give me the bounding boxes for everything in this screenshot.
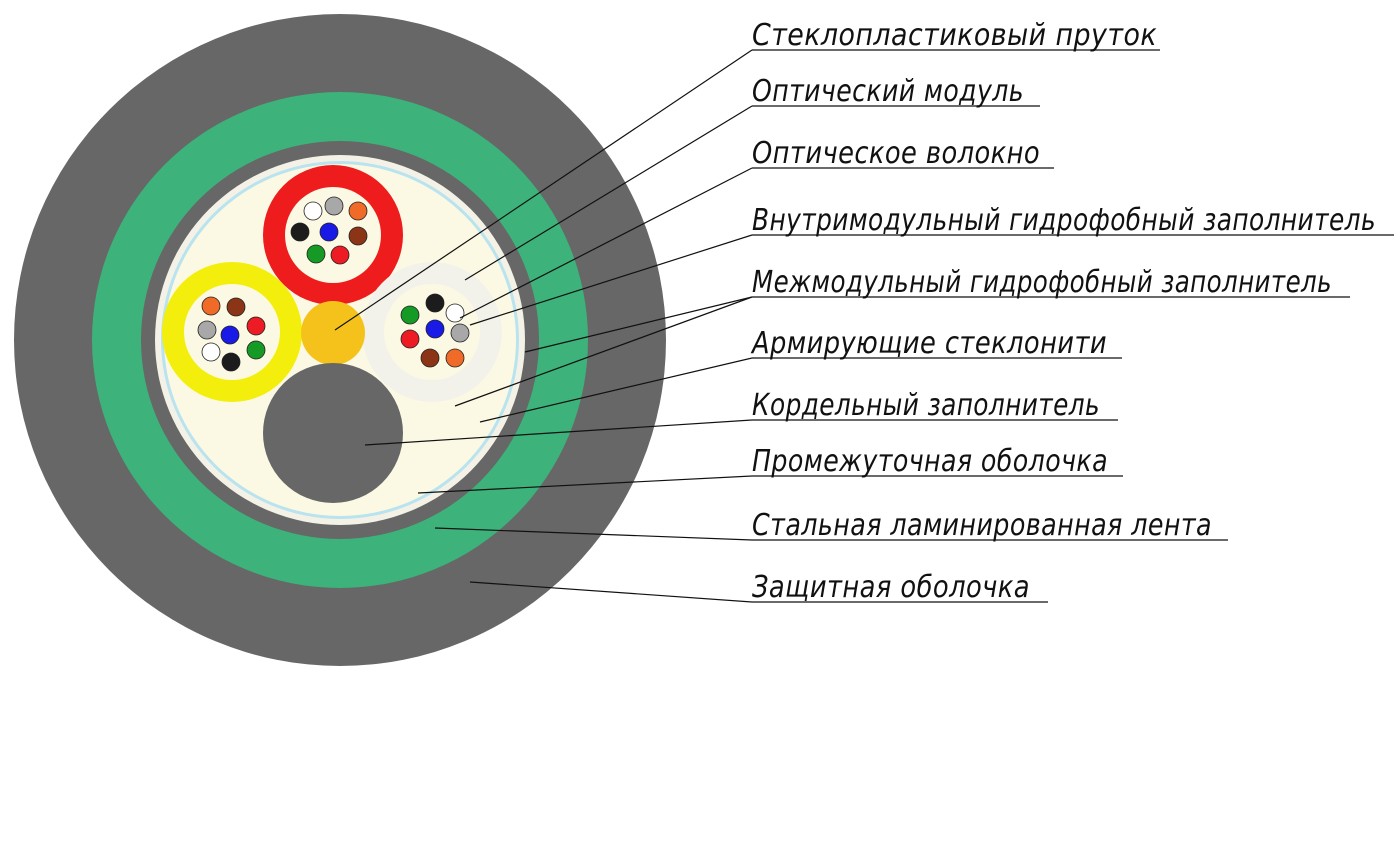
fiber	[348, 226, 368, 246]
leader-line	[417, 475, 753, 494]
cable-cross-section	[14, 14, 666, 666]
leader-line	[464, 105, 753, 281]
leader-line	[334, 49, 753, 331]
leader-line	[479, 357, 753, 423]
label-aramid-yarn: Армирующие стеклонити	[750, 326, 1107, 361]
leader-line	[364, 419, 753, 446]
fiber	[221, 352, 241, 372]
cord-filler	[263, 363, 403, 503]
leader-line	[434, 527, 753, 541]
label-cord-filler: Кордельный заполнитель	[752, 388, 1100, 423]
fiber	[400, 329, 420, 349]
fibers-yellow-module	[197, 296, 266, 372]
fiber	[220, 325, 240, 345]
fiber	[197, 320, 217, 340]
leader-line	[469, 581, 753, 603]
fiber	[201, 342, 221, 362]
fiber	[246, 340, 266, 360]
fiber	[450, 323, 470, 343]
fiber	[303, 201, 323, 221]
fibers-red-module	[290, 196, 368, 265]
fiber	[246, 316, 266, 336]
fiber	[201, 296, 221, 316]
label-fiberglass-rod: Стеклопластиковый пруток	[752, 18, 1157, 53]
label-steel-tape: Стальная ламинированная лента	[752, 508, 1212, 543]
fiber	[400, 305, 420, 325]
label-intramodule-gel: Внутримодульный гидрофобный заполнитель	[752, 203, 1376, 238]
label-intermediate-sheath: Промежуточная оболочка	[752, 444, 1108, 479]
leader-line	[469, 234, 753, 326]
label-optical-module: Оптический модуль	[752, 74, 1024, 109]
fiber	[445, 348, 465, 368]
label-protective-sheath: Защитная оболочка	[752, 570, 1030, 605]
fibers-white-module	[400, 293, 470, 368]
fiber	[330, 245, 350, 265]
leader-line	[454, 296, 753, 407]
leader-line	[459, 167, 753, 319]
fiber	[226, 297, 246, 317]
label-optical-fiber: Оптическое волокно	[752, 136, 1040, 171]
label-underlines	[752, 49, 1394, 603]
fiber	[306, 244, 326, 264]
leader-lines	[334, 49, 753, 603]
leader-line	[524, 296, 753, 353]
fiber	[420, 348, 440, 368]
label-intermodule-gel: Межмодульный гидрофобный заполнитель	[752, 265, 1332, 300]
fiber	[324, 196, 344, 216]
fiber	[425, 319, 445, 339]
fiber	[348, 201, 368, 221]
fiber	[445, 303, 465, 323]
fiber	[425, 293, 445, 313]
labels: Стеклопластиковый пруток Оптический моду…	[750, 18, 1376, 605]
fiber	[319, 222, 339, 242]
central-strength-member	[301, 301, 365, 365]
fiber	[290, 222, 310, 242]
